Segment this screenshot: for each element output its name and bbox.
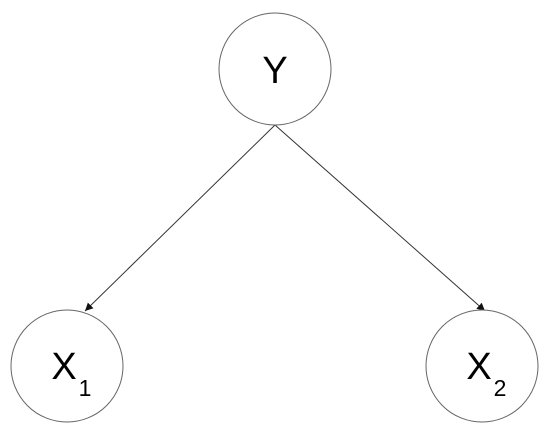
node-y: Y bbox=[218, 12, 332, 126]
node-x2: X 2 bbox=[425, 309, 539, 423]
edge-y-to-x2 bbox=[274, 124, 486, 312]
edge-y-to-x1 bbox=[84, 124, 276, 312]
node-x1: X 1 bbox=[10, 309, 124, 423]
node-y-circle bbox=[218, 12, 332, 126]
node-x1-label: X bbox=[51, 346, 76, 388]
node-x2-subscript: 2 bbox=[494, 375, 507, 401]
node-y-label: Y bbox=[262, 50, 287, 92]
node-x1-subscript: 1 bbox=[79, 375, 92, 401]
node-x1-circle bbox=[10, 309, 124, 423]
node-x2-circle bbox=[425, 309, 539, 423]
node-x2-label: X bbox=[466, 346, 491, 388]
